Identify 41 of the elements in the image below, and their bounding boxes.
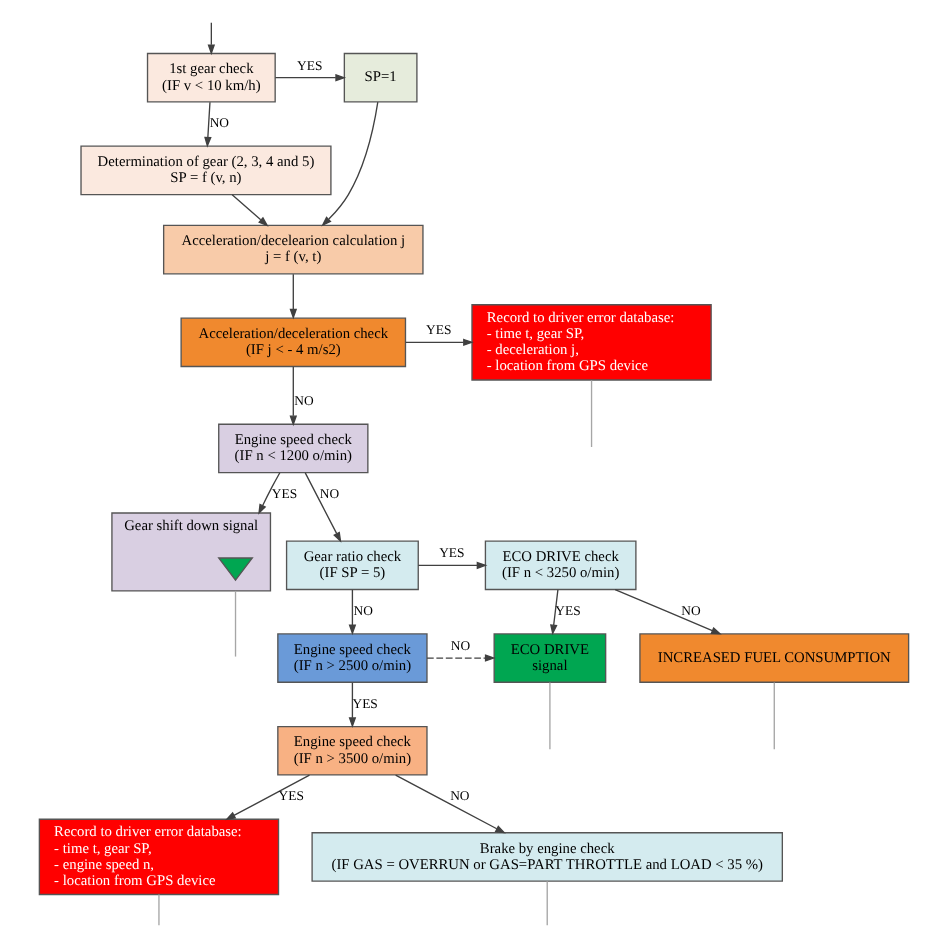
connector xyxy=(158,893,160,926)
connector xyxy=(773,681,775,750)
node-box: ECO DRIVE signal xyxy=(493,633,607,683)
node-box: Determination of gear (2, 3, 4 and 5) SP = f (v, n) xyxy=(80,145,332,196)
node-triangle xyxy=(217,557,254,582)
connector xyxy=(549,681,551,750)
node-box: Engine speed check (IF n > 2500 o/min) xyxy=(277,633,428,683)
connector xyxy=(234,590,237,658)
arrow xyxy=(417,561,488,570)
arrow xyxy=(258,472,281,515)
node-box: INCREASED FUEL CONSUMPTION xyxy=(639,633,910,683)
node-box: Acceleration/deceleration check (IF j < - 4 m/s2) xyxy=(180,317,407,368)
arrow xyxy=(207,22,216,56)
arrow xyxy=(274,73,347,82)
connector xyxy=(590,379,593,448)
arrow xyxy=(289,273,298,320)
node-box: Acceleration/decelearion calculation j j = f (v, t) xyxy=(163,224,424,275)
arrow xyxy=(321,101,379,227)
node-box: 1st gear check (IF v < 10 km/h) xyxy=(146,52,276,103)
node-box: Record to driver error database: - time t, gear SP, - deceleration j, - location from GPS device xyxy=(471,304,712,381)
arrow xyxy=(550,589,559,636)
arrow xyxy=(426,654,496,662)
node-box: ECO DRIVE check (IF n < 3250 o/min) xyxy=(484,540,637,591)
arrow xyxy=(304,472,342,543)
connector xyxy=(546,880,548,926)
arrow xyxy=(231,194,269,227)
arrow xyxy=(348,589,357,636)
arrow xyxy=(225,774,311,821)
node-box: Engine speed check (IF n < 1200 o/min) xyxy=(218,423,369,474)
arrow xyxy=(394,774,506,834)
cluster: Gear shift down signal xyxy=(111,512,272,592)
node-box: Engine speed check (IF n > 3500 o/min) xyxy=(277,725,428,776)
node-box: Gear ratio check (IF SP = 5) xyxy=(285,540,419,591)
node-box: SP=1 xyxy=(343,52,418,103)
arrow xyxy=(204,101,212,148)
arrow xyxy=(289,365,298,427)
arrow xyxy=(404,338,474,347)
node-box: Brake by engine check (IF GAS = OVERRUN or GAS=PART THROTTLE and LOAD < 35 %) xyxy=(311,832,783,882)
arrow xyxy=(614,589,722,635)
arrow xyxy=(348,681,357,729)
node-box: Record to driver error database: - time t, gear SP, - engine speed n, - location from GPS device xyxy=(38,818,280,896)
